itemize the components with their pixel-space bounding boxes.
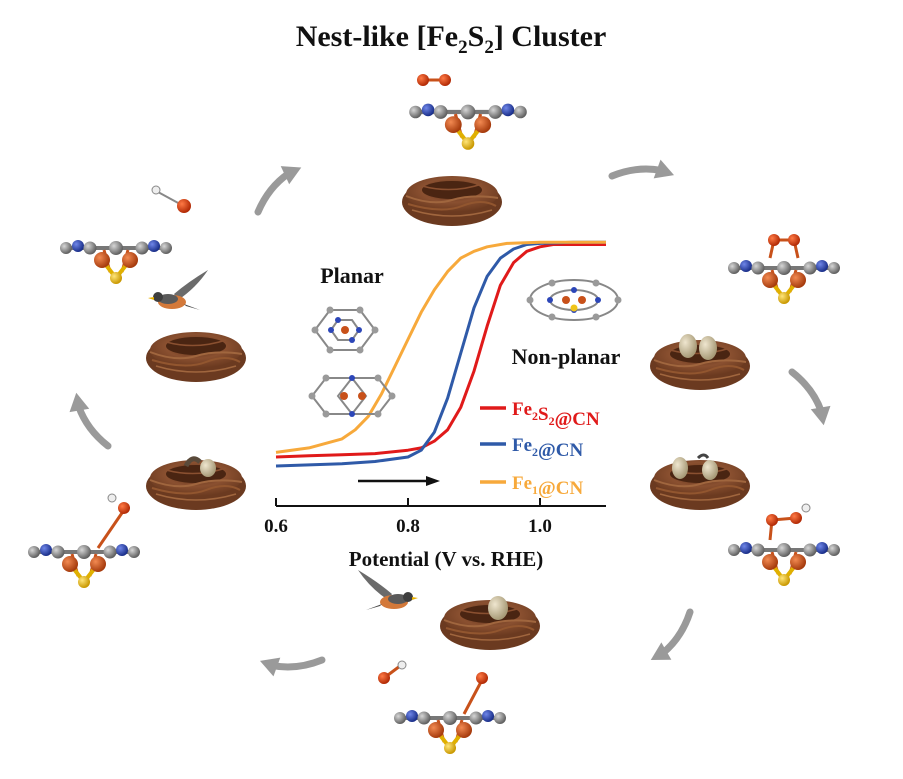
molecule-right-upper-icon	[726, 234, 842, 306]
x-axis-label: Potential (V vs. RHE)	[349, 547, 543, 571]
legend-label: Fe2@CN	[512, 435, 583, 461]
nest-eggs-right-icon	[649, 334, 751, 391]
molecule-top-icon	[409, 104, 527, 150]
bird-bottom-icon	[358, 570, 418, 610]
cycle-arrow-icon	[612, 146, 677, 196]
x-tick-label: 0.6	[264, 516, 288, 537]
planar-molecule-1-icon	[311, 306, 379, 354]
cycle-arrow-icon	[640, 612, 706, 669]
stage-left-oh-icon	[151, 185, 191, 213]
non-planar-label: Non-planar	[512, 344, 621, 369]
stage-top-o2-icon	[417, 74, 451, 86]
series-line	[275, 240, 606, 454]
non-planar-molecule-icon	[526, 279, 622, 321]
nest-bottom-icon	[439, 596, 541, 651]
planar-molecule-2-icon	[308, 374, 396, 418]
series-line	[275, 243, 606, 459]
bird-left-icon	[148, 270, 208, 310]
lsv-chart: 0.6 0.8 1.0 Potential (V vs. RHE)	[264, 240, 606, 571]
nest-hatching-right-icon	[649, 453, 751, 511]
cycle-arrow-icon	[792, 366, 834, 429]
scan-direction-arrow-icon	[358, 476, 440, 486]
cycle-arrow-icon	[66, 389, 108, 452]
legend-label: Fe2S2@CN	[512, 399, 600, 430]
legend-label: Fe1@CN	[512, 473, 583, 499]
molecule-bottom-icon	[392, 672, 508, 756]
x-tick-label: 0.8	[396, 516, 420, 537]
molecule-right-lower-icon	[726, 503, 842, 588]
cycle-arrow-icon	[244, 158, 310, 212]
x-tick-label: 1.0	[528, 516, 552, 537]
planar-label: Planar	[320, 263, 384, 288]
chart-legend: Fe2S2@CN Fe2@CN Fe1@CN	[480, 399, 600, 499]
page-title: Nest-like [Fe2S2] Cluster	[296, 20, 607, 58]
molecule-left-lower-icon	[26, 493, 142, 590]
stage-bottom-oh-icon	[378, 660, 407, 684]
molecule-left-upper-icon	[58, 238, 174, 286]
nest-chick-left-icon	[145, 456, 247, 511]
cycle-arrow-icon	[257, 640, 322, 690]
nest-left-icon	[145, 331, 247, 383]
series-line	[275, 240, 606, 468]
nest-top-icon	[401, 175, 503, 227]
